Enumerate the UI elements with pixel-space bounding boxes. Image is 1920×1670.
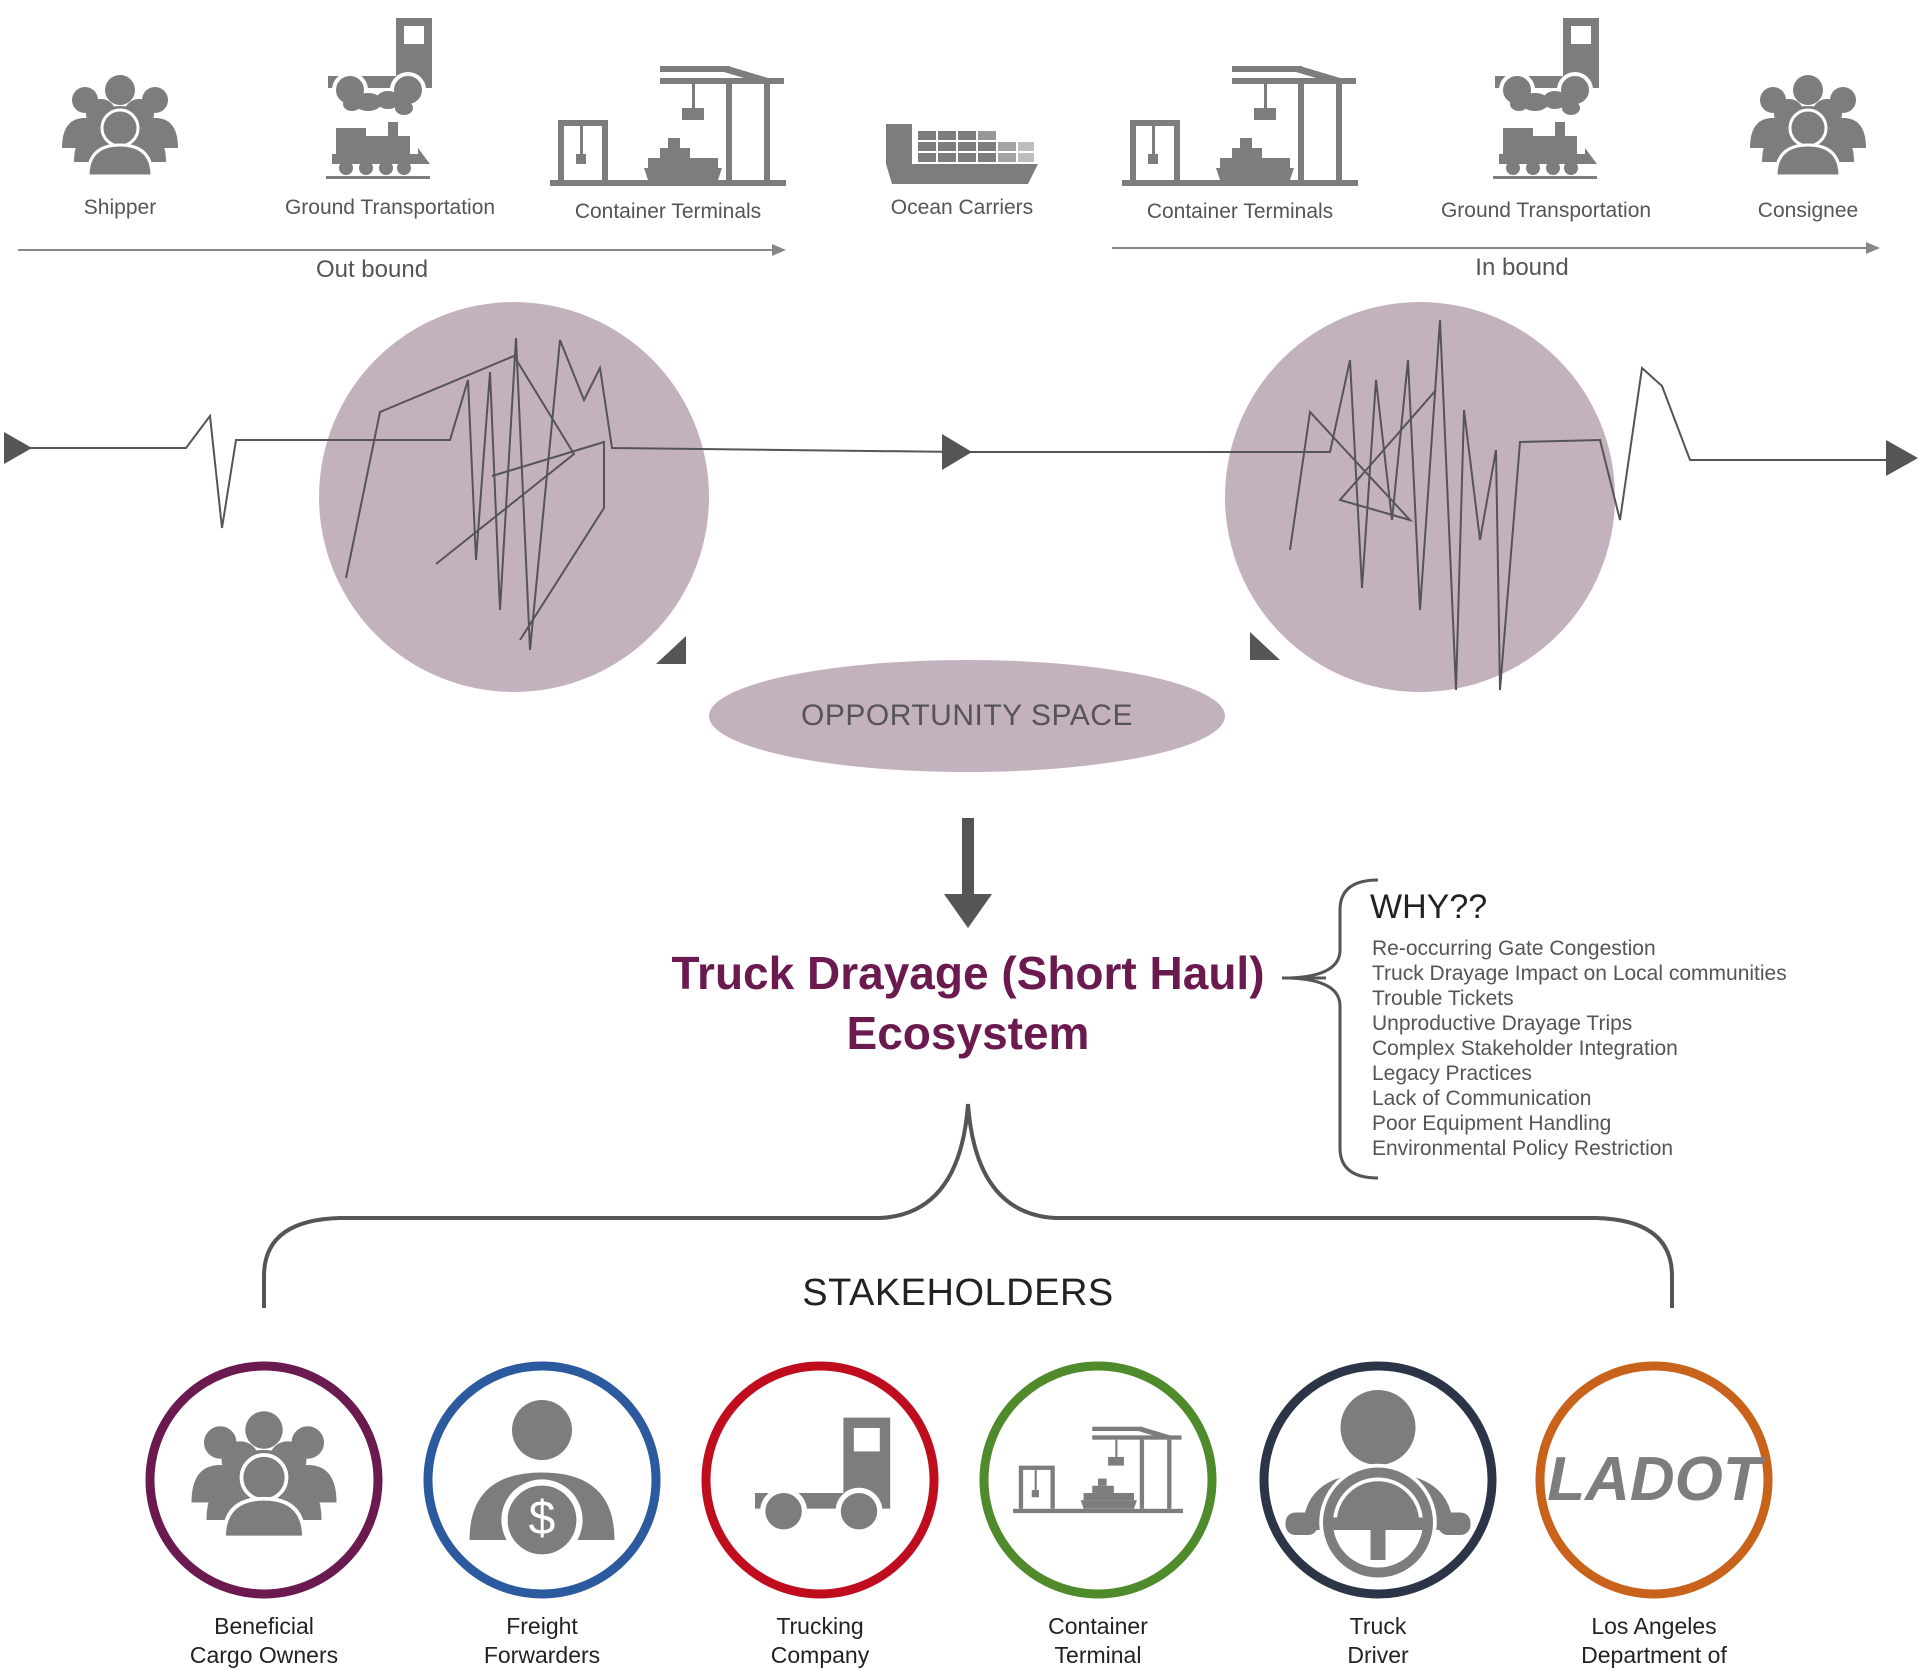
shipper-group-icon [60, 73, 180, 178]
consignee-label: Consignee [1757, 199, 1859, 222]
stakeholder-label-line: Company [770, 1642, 870, 1668]
why-item: Environmental Policy Restriction [1372, 1137, 1674, 1160]
ladot-logo: LADOT [1547, 1445, 1766, 1514]
why-item: Re-occurring Gate Congestion [1372, 937, 1656, 960]
stakeholder-label-line: Department of [1581, 1642, 1727, 1668]
scribble-line [1289, 389, 1437, 551]
container-terminal-icon [1122, 66, 1358, 186]
stakeholder-label-line: Truck [1349, 1613, 1407, 1639]
why-item: Legacy Practices [1372, 1062, 1532, 1085]
why-list: Re-occurring Gate Congestion Truck Draya… [1372, 936, 1787, 1161]
stakeholder-label-line: Terminal [1054, 1642, 1142, 1668]
stakeholders-title: STAKEHOLDERS [802, 1272, 1114, 1314]
pointer-right [1250, 632, 1280, 660]
stakeholder-brace [262, 1103, 1674, 1308]
stakeholder-label-freight-forwarders: Freight Forwarders [432, 1612, 652, 1670]
dollar-icon: $ [529, 1492, 556, 1545]
why-item: Unproductive Drayage Trips [1372, 1012, 1633, 1035]
ecosystem-title-line1: Truck Drayage (Short Haul) [671, 947, 1265, 999]
stakeholder-ring [1535, 1361, 1773, 1599]
stakeholder-label-truck-driver: Truck Driver [1268, 1612, 1488, 1670]
why-item: Complex Stakeholder Integration [1372, 1037, 1678, 1060]
container-terminals-out-label: Container Terminals [574, 200, 762, 223]
stakeholder-label-cargo-owners: Beneficial Cargo Owners [154, 1612, 374, 1670]
opportunity-space-label: OPPORTUNITY SPACE [801, 699, 1133, 732]
consignee-group-icon [1748, 73, 1868, 178]
scribble-line [491, 440, 605, 641]
stakeholder-label-line: Driver [1347, 1642, 1409, 1668]
ocean-carriers-label: Ocean Carriers [890, 196, 1034, 219]
flow-mid-arrow [942, 434, 972, 470]
why-item: Trouble Tickets [1372, 987, 1514, 1010]
group-icon [189, 1409, 339, 1540]
stakeholder-label-line: Container [1048, 1613, 1148, 1639]
opportunity-space-ellipse [709, 660, 1225, 772]
stakeholder-label-line: Los Angeles [1591, 1613, 1717, 1639]
truck-icon [1493, 16, 1601, 108]
why-item: Lack of Communication [1372, 1087, 1592, 1110]
stakeholder-label-line: Forwarders [483, 1642, 601, 1668]
ground-transport-out-label: Ground Transportation [284, 196, 496, 219]
outbound-disruption-circle [319, 302, 709, 692]
container-terminals-in-label: Container Terminals [1146, 200, 1334, 223]
ground-transport-in-label: Ground Transportation [1440, 199, 1652, 222]
why-brace [1289, 878, 1379, 1180]
ecosystem-title-line2: Ecosystem [846, 1007, 1090, 1059]
outbound-label: Out bound [315, 256, 429, 283]
flow-start-arrow [4, 432, 32, 464]
inbound-flow-line [970, 319, 1912, 691]
container-terminal-icon [550, 66, 786, 186]
scribble-line [345, 354, 576, 579]
truck-icon [326, 16, 434, 108]
inbound-label: In bound [1475, 254, 1569, 281]
inbound-disruption-circle [1225, 302, 1615, 692]
stakeholder-label-line: Cargo Owners [189, 1642, 339, 1668]
outbound-flow-line [30, 337, 961, 651]
why-item: Truck Drayage Impact on Local communitie… [1372, 962, 1787, 985]
why-item: Poor Equipment Handling [1372, 1112, 1612, 1135]
flow-end-arrow [1886, 440, 1918, 476]
why-title: WHY?? [1370, 888, 1488, 926]
stakeholder-label-container-terminal: Container Terminal [988, 1612, 1208, 1670]
stakeholder-label-line: Freight [506, 1613, 578, 1639]
pointer-left [656, 636, 686, 664]
stakeholder-label-line: Trucking [776, 1613, 864, 1639]
container-ship-icon [886, 124, 1038, 184]
stakeholder-ring [701, 1361, 939, 1599]
stakeholder-label-line: Beneficial [214, 1613, 314, 1639]
stakeholder-label-ladot: Los Angeles Department of [1544, 1612, 1764, 1670]
stakeholder-label-trucking-company: Trucking Company [710, 1612, 930, 1670]
shipper-label: Shipper [83, 196, 157, 219]
